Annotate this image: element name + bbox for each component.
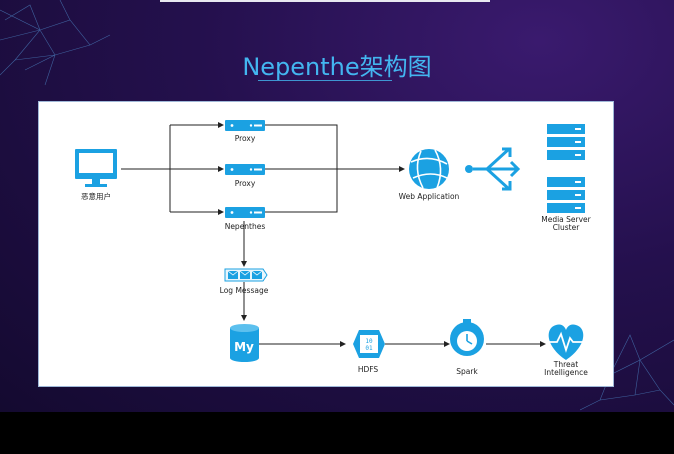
network-decoration-right-icon [580,334,674,411]
proxy-bar-icon [225,120,265,131]
svg-text:01: 01 [365,345,373,352]
database-icon [230,324,259,362]
database-icon-label: My [234,340,254,354]
load-balancer-icon [465,147,521,191]
node-label-user: 恶意用户 [81,191,111,201]
heart-pulse-icon [547,324,585,360]
network-decoration-left-icon [0,0,111,86]
proxy-bar-icon [225,164,265,175]
monitor-icon [75,149,117,187]
envelope-queue-icon [224,268,268,282]
svg-text:10: 10 [365,338,373,345]
node-label-media-cluster-line2: Cluster [553,223,581,232]
node-label-media-cluster-line1: Media Server [541,215,591,224]
node-label-nepenthes: Nepenthes [225,222,266,231]
slide-background: Nepenthe架构图 [0,0,674,412]
node-label-proxy-mid: Proxy [235,179,256,188]
architecture-diagram-panel: 恶意用户 Proxy Proxy Nepenthes [38,101,614,387]
node-label-log-message: Log Message [220,286,269,295]
connector-lines [121,122,546,347]
globe-icon [409,149,449,189]
node-label-proxy-top: Proxy [235,134,256,143]
server-stack-icon [547,124,585,213]
node-label-spark: Spark [456,367,478,376]
node-label-web-app: Web Application [399,192,460,201]
title-underline [258,80,392,81]
stopwatch-icon [450,319,484,356]
top-bar [160,0,490,2]
proxy-bar-icon [225,207,265,218]
node-label-hdfs: HDFS [358,365,379,374]
bottom-black-bar [0,412,674,454]
node-label-threat-line2: Intelligence [544,368,588,377]
hdfs-hex-icon: 10 01 [353,330,385,358]
node-label-threat-line1: Threat [553,360,578,369]
page-title: Nepenthe架构图 [242,53,432,81]
